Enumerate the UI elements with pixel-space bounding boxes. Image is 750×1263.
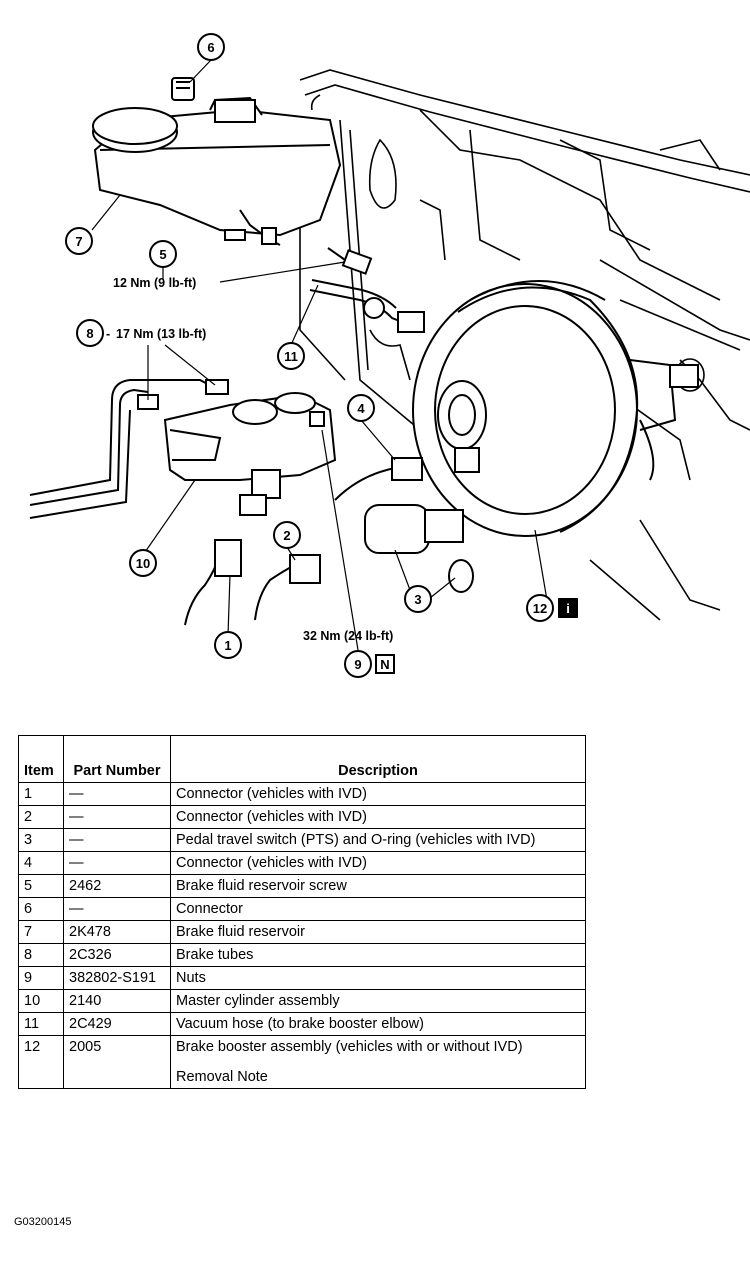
- cell-part-number: —: [63, 782, 171, 806]
- description-text: Master cylinder assembly: [176, 993, 340, 1009]
- callout-10: 10: [136, 556, 150, 571]
- torque-dash-8: -: [106, 327, 110, 341]
- description-text: Connector: [176, 901, 243, 917]
- new-part-icon: N: [375, 654, 395, 674]
- cell-part-number: 2462: [63, 874, 171, 898]
- description-text: Pedal travel switch (PTS) and O-ring (ve…: [176, 832, 536, 848]
- cell-description: Master cylinder assembly: [170, 989, 586, 1013]
- callout-1: 1: [224, 638, 231, 653]
- cell-description: Connector: [170, 897, 586, 921]
- brake-fluid-reservoir: [92, 96, 342, 246]
- cell-description: Connector (vehicles with IVD): [170, 805, 586, 829]
- cell-item: 5: [18, 874, 64, 898]
- header-item: Item: [18, 735, 64, 783]
- callout-circles: [65, 33, 554, 678]
- cell-part-number: —: [63, 851, 171, 875]
- cell-description: Vacuum hose (to brake booster elbow): [170, 1012, 586, 1036]
- callout-11: 11: [284, 349, 298, 364]
- cell-item: 9: [18, 966, 64, 990]
- parts-table: Item Part Number Description 1—Connector…: [18, 735, 586, 1089]
- cell-description: Brake booster assembly (vehicles with or…: [170, 1035, 586, 1089]
- brake-system-diagram: 6 7 5 8 11 4 10 2 3 12 1 9 12 Nm (9 lb-f…: [29, 33, 750, 678]
- cell-part-number: —: [63, 805, 171, 829]
- cell-part-number: —: [63, 828, 171, 852]
- description-text: Brake booster assembly (vehicles with or…: [176, 1039, 523, 1055]
- cell-part-number: 2140: [63, 989, 171, 1013]
- description-text: Brake fluid reservoir: [176, 924, 305, 940]
- callout-9: 9: [354, 657, 361, 672]
- callout-7: 7: [75, 234, 82, 249]
- table-row: 2— Connector (vehicles with IVD): [18, 805, 586, 829]
- cell-item: 7: [18, 920, 64, 944]
- connectors: [184, 457, 474, 626]
- header-part-number: Part Number: [63, 735, 171, 783]
- table-row: 4— Connector (vehicles with IVD): [18, 851, 586, 875]
- leader-lines: [91, 59, 549, 651]
- description-text: Brake tubes: [176, 947, 254, 963]
- header-description: Description: [170, 735, 586, 783]
- description-text: Vacuum hose (to brake booster elbow): [176, 1016, 424, 1032]
- cell-item: 3: [18, 828, 64, 852]
- cell-description: Brake fluid reservoir screw: [170, 874, 586, 898]
- info-icon: i: [558, 598, 578, 618]
- callout-numbers: 6 7 5 8 11 4 10 2 3 12 1 9: [75, 40, 547, 672]
- callout-8: 8: [86, 326, 93, 341]
- table-row: 6— Connector: [18, 897, 586, 921]
- cell-part-number: 2C429: [63, 1012, 171, 1036]
- cell-part-number: 2005: [63, 1035, 171, 1089]
- callout-12: 12: [533, 601, 547, 616]
- description-text: Nuts: [176, 970, 206, 986]
- brake-booster: [412, 280, 699, 537]
- table-row: 3— Pedal travel switch (PTS) and O-ring (…: [18, 828, 586, 852]
- reservoir-screw: [327, 247, 373, 275]
- cell-item: 10: [18, 989, 64, 1013]
- connector-6: [171, 77, 195, 101]
- cell-item: 2: [18, 805, 64, 829]
- cell-part-number: 2C326: [63, 943, 171, 967]
- description-text: Brake fluid reservoir screw: [176, 878, 347, 894]
- callout-3: 3: [414, 592, 421, 607]
- callout-2: 2: [283, 528, 290, 543]
- description-text: Connector (vehicles with IVD): [176, 809, 367, 825]
- cell-item: 12: [18, 1035, 64, 1089]
- vacuum-hose: [309, 279, 425, 333]
- cell-item: 4: [18, 851, 64, 875]
- cell-item: 8: [18, 943, 64, 967]
- description-text: Connector (vehicles with IVD): [176, 855, 367, 871]
- cell-item: 6: [18, 897, 64, 921]
- callout-6: 6: [207, 40, 214, 55]
- cell-item: 1: [18, 782, 64, 806]
- svg-text:N: N: [380, 657, 389, 672]
- cell-part-number: —: [63, 897, 171, 921]
- cell-item: 11: [18, 1012, 64, 1036]
- figure-id: G03200145: [14, 1216, 72, 1228]
- torque-label-8: 17 Nm (13 lb-ft): [116, 327, 206, 341]
- cell-part-number: 2K478: [63, 920, 171, 944]
- cell-description: Pedal travel switch (PTS) and O-ring (ve…: [170, 828, 586, 852]
- cell-description: Brake tubes: [170, 943, 586, 967]
- torque-label-9: 32 Nm (24 lb-ft): [303, 629, 393, 643]
- callout-4: 4: [357, 401, 365, 416]
- cell-description: Connector (vehicles with IVD): [170, 782, 586, 806]
- cell-description: Connector (vehicles with IVD): [170, 851, 586, 875]
- svg-text:i: i: [566, 601, 570, 616]
- table-row: 1— Connector (vehicles with IVD): [18, 782, 586, 806]
- description-text: Connector (vehicles with IVD): [176, 786, 367, 802]
- removal-note: Removal Note: [176, 1069, 268, 1085]
- cell-part-number: 382802-S191: [63, 966, 171, 990]
- callout-5: 5: [159, 247, 166, 262]
- cell-description: Brake fluid reservoir: [170, 920, 586, 944]
- torque-label-5: 12 Nm (9 lb-ft): [113, 276, 196, 290]
- cell-description: Nuts: [170, 966, 586, 990]
- master-cylinder: [163, 392, 337, 516]
- table-header-row: Item Part Number Description: [18, 735, 586, 783]
